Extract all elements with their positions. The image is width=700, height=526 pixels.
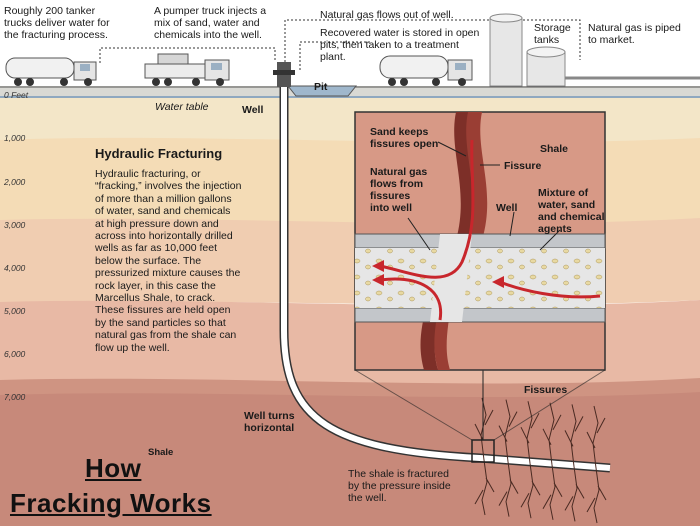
tanker-truck-2 [379,55,473,86]
inset-connector-line-2 [493,369,606,441]
gas-flow-arrows [379,139,601,321]
inset-mixture: Mixture of water, sand and chemical agen… [538,187,605,235]
water-pit [286,85,358,97]
depth-label-0: 0 Feet [4,90,29,100]
shale-layer [0,392,700,526]
inset-well: Well [496,202,518,214]
explainer-heading: Hydraulic Fracturing [95,146,223,161]
caption-pumper: A pumper truck injects a mix of sand, wa… [154,5,267,41]
depth-label-7: 7,000 [4,392,26,402]
well-bore-inner [281,87,611,471]
caption-well-turns: Well turns horizontal [244,410,295,434]
sky [0,0,700,88]
fissures-group [474,397,607,524]
depth-label-1: 1,000 [4,133,26,143]
caption-shale-bottom: Shale [148,447,174,458]
storage-tanks [489,13,566,87]
wellhead [273,62,295,87]
title-how: How [85,453,142,483]
inset-panel [354,111,606,371]
inset-leader-lines [407,141,561,251]
gas-flow-dashed-line [284,19,581,62]
fissure-crack [520,401,541,519]
recovered-flow-dashed-line [299,41,370,70]
depth-label-4: 4,000 [4,263,26,273]
inset-connector-line [354,369,473,441]
caption-recovered: Recovered water is stored in open pits, … [320,27,480,63]
caption-piped: Natural gas is piped to market. [588,22,681,46]
depth-label-2: 2,000 [4,177,26,187]
depth-label-5: 5,000 [4,306,26,316]
inset-sand-keeps: Sand keeps fissures open [370,126,439,150]
inset-natural-gas: Natural gas flows from fissures into wel… [370,166,428,214]
caption-gas-out: Natural gas flows out of well. [320,9,454,21]
water-flow-dashed-line [99,47,276,63]
explainer-body: Hydraulic fracturing, or “fracking,” inv… [95,168,242,354]
inset-fissure: Fissure [504,160,542,172]
caption-water-table: Water table [155,101,209,113]
caption-tankers: Roughly 200 tanker trucks deliver water … [4,5,110,41]
tanker-truck-1 [5,57,97,86]
inset-shale: Shale [540,143,569,155]
fissure-crack [498,399,519,517]
fissure-crack [564,404,585,522]
pumper-truck [144,53,230,86]
title-fracking-works: Fracking Works [10,488,212,518]
gas-flow-arrowheads [372,260,504,288]
caption-fissures: Fissures [524,384,568,396]
depth-label-6: 6,000 [4,349,26,359]
caption-fractured: The shale is fractured by the pressure i… [348,468,451,504]
caption-storage: Storage tanks [534,22,571,46]
fissure-crack [542,402,563,520]
caption-pit: Pit [314,81,328,93]
caption-well: Well [242,104,264,116]
fissure-crack [586,405,607,524]
depth-label-3: 3,000 [4,220,26,230]
